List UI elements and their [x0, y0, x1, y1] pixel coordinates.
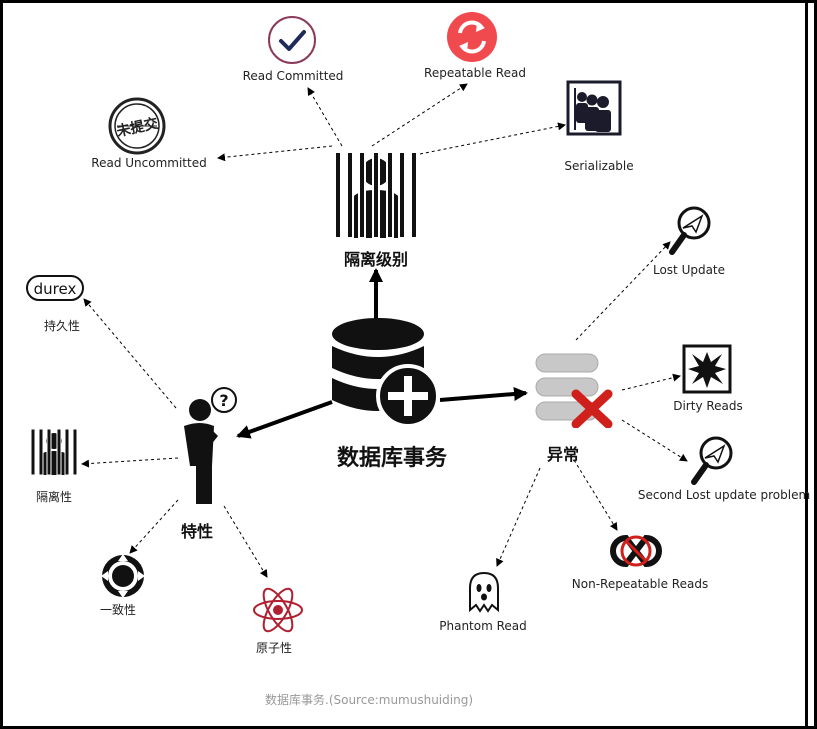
edge-atomicity [223, 505, 268, 578]
consistency-label: 一致性 [99, 603, 137, 617]
anomaly-label: 异常 [546, 445, 580, 464]
read-uncommitted-label: Read Uncommitted [91, 156, 207, 170]
dirty-reads-label: Dirty Reads [673, 399, 743, 413]
edge-second-lost-update [621, 419, 688, 462]
ghost-icon [469, 571, 499, 613]
edge-center-properties [236, 400, 333, 439]
edge-phantom [496, 467, 541, 567]
edge-read-uncommitted [217, 145, 333, 162]
phantom-read-label: Phantom Read [439, 619, 527, 633]
repeat-icon [447, 12, 497, 62]
edge-read-committed [307, 87, 343, 147]
read-committed-label: Read Committed [242, 69, 344, 83]
durex-logo-text: durex [34, 280, 77, 298]
lost-update-label: Lost Update [652, 263, 726, 277]
isolation-property-label: 隔离性 [35, 490, 73, 504]
frame-shadow [805, 2, 808, 727]
durex-logo-icon: durex [26, 275, 84, 301]
isolation-level-label: 隔离级别 [343, 250, 409, 269]
database-add-icon [332, 318, 440, 428]
uncommitted-stamp-icon: 未提交 [108, 97, 166, 155]
edge-repeatable-read [371, 83, 468, 147]
edge-lost-update [575, 241, 671, 341]
edge-dirty-reads [621, 373, 681, 391]
repeatable-read-label: Repeatable Read [424, 66, 526, 80]
second-lost-update-label: Second Lost update problem [637, 488, 811, 502]
atom-icon [253, 587, 303, 633]
properties-label: 特性 [180, 522, 214, 541]
edge-serializable [419, 122, 566, 155]
edge-center-anomaly [439, 386, 528, 402]
magnifier-plane-icon [691, 436, 733, 485]
thinking-person-icon: ? [184, 387, 237, 504]
durability-label: 持久性 [43, 319, 81, 333]
check-circle-icon [268, 16, 316, 64]
center-label: 数据库事务 [336, 446, 448, 471]
edge-consistency [129, 499, 179, 554]
database-error-icon [535, 353, 613, 428]
prison-bars-icon [334, 151, 418, 239]
dirty-splat-icon [682, 344, 732, 394]
edge-isolation-prop [81, 457, 179, 468]
serializable-label: Serializable [564, 159, 634, 173]
prison-bars-small-icon [30, 428, 78, 476]
non-repeatable-reads-label: Non-Repeatable Reads [571, 577, 709, 591]
atomicity-label: 原子性 [255, 641, 293, 655]
svg-text:?: ? [219, 391, 228, 410]
edge-non-repeatable [573, 459, 618, 531]
edge-durability [83, 298, 177, 409]
consistency-icon [101, 554, 145, 598]
figure-caption: 数据库事务.(Source:mumushuiding) [265, 693, 473, 707]
people-queue-icon [566, 80, 622, 136]
magnifier-plane-icon [669, 206, 711, 255]
no-repeat-icon [610, 534, 662, 568]
